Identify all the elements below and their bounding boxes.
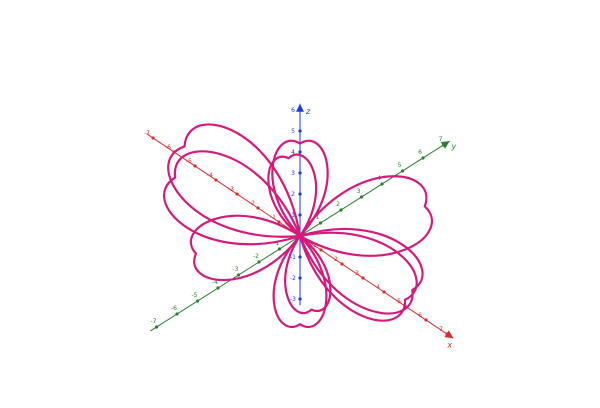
axes-layer: -7 -6 -5 -4 -3 -2 -1 1 2 3 4 5 6 7 x -7 -6 -5 -4 -3 -2 -1 1 2 3 4… <box>144 103 457 350</box>
y-tick-dot <box>277 247 282 251</box>
x-axis-arrow <box>444 330 454 339</box>
rose-petal-3 <box>167 123 302 238</box>
z-tick-dot <box>298 276 302 280</box>
z-tick-label: 4 <box>291 149 295 156</box>
z-axis-arrow <box>296 103 304 112</box>
y-tick-dot <box>154 325 159 329</box>
z-tick-dot <box>298 255 302 259</box>
y-tick-dot <box>421 156 425 160</box>
y-tick-label: 2 <box>336 201 340 208</box>
x-tick-label: -1 <box>270 214 276 221</box>
z-tick-label: -3 <box>290 296 296 303</box>
z-tick-label: 2 <box>291 191 295 198</box>
x-tick-dot <box>256 206 260 210</box>
y-tick-label: -7 <box>151 318 157 325</box>
y-tick-dot <box>175 312 179 316</box>
y-axis-name: y <box>451 142 457 151</box>
x-tick-label: 5 <box>397 298 401 305</box>
x-axis-name: x <box>446 341 452 350</box>
y-tick-dot <box>359 195 364 199</box>
y-tick-label: -4 <box>212 279 218 286</box>
x-tick-dot <box>382 290 386 294</box>
x-tick-dot <box>277 220 281 224</box>
rose-petal-7 <box>189 214 301 282</box>
x-tick-label: -6 <box>165 144 171 151</box>
x-tick-dot <box>235 192 239 196</box>
x-tick-label: -3 <box>228 186 234 193</box>
y-tick-dot <box>216 286 220 290</box>
x-tick-dot <box>214 178 218 182</box>
y-tick-dot <box>400 169 405 173</box>
z-tick-dot <box>298 213 302 217</box>
z-tick-dot <box>298 150 302 154</box>
y-tick-label: -3 <box>233 266 239 273</box>
rose-petal-5 <box>163 150 302 246</box>
x-tick-label: 6 <box>418 312 422 319</box>
x-tick-dot <box>445 332 449 336</box>
y-tick-dot <box>195 299 200 303</box>
x-tick-label: 1 <box>313 242 317 249</box>
z-tick-label: -2 <box>290 275 296 282</box>
z-tick-dot <box>298 297 302 301</box>
y-tick-label: 5 <box>398 162 402 169</box>
y-tick-dot <box>236 273 241 277</box>
rose-petal-2 <box>272 235 328 328</box>
y-tick-label: -5 <box>192 292 198 299</box>
x-tick-dot <box>340 262 344 266</box>
y-tick-label: -1 <box>274 240 280 247</box>
y-tick-dot <box>380 182 384 186</box>
x-tick-label: 2 <box>334 256 338 263</box>
z-tick-dot <box>298 129 302 133</box>
y-tick-label: 1 <box>316 214 320 221</box>
x-tick-dot <box>361 276 365 280</box>
y-tick-label: -2 <box>253 253 259 260</box>
y-tick-dot <box>441 143 446 147</box>
z-tick-label: 3 <box>291 170 295 177</box>
z-tick-label: -1 <box>290 254 296 261</box>
x-tick-dot <box>319 248 323 252</box>
z-axis-name: z <box>305 107 311 116</box>
x-tick-dot <box>424 318 428 322</box>
z-tick-label: 1 <box>291 212 295 219</box>
z-tick-dot <box>298 171 302 175</box>
rose-petal-8 <box>298 227 424 315</box>
x-tick-label: -7 <box>144 130 150 137</box>
y-tick-label: 7 <box>439 136 443 143</box>
rose-petal-6 <box>299 175 433 257</box>
x-tick-label: -2 <box>249 200 255 207</box>
rose-petal-4 <box>298 231 418 322</box>
z-tick-label: 6 <box>291 107 295 114</box>
y-tick-dot <box>339 208 343 212</box>
rose-petal-1 <box>271 139 329 237</box>
y-tick-label: 3 <box>357 188 361 195</box>
y-tick-dot <box>257 260 261 264</box>
x-tick-dot <box>193 164 197 168</box>
rose-petal-10 <box>284 235 332 315</box>
y-tick-label: 6 <box>418 149 422 156</box>
z-tick-label: 5 <box>291 128 295 135</box>
y-axis-arrow <box>440 141 450 149</box>
x-tick-label: 3 <box>355 270 359 277</box>
y-tick-label: -6 <box>171 305 177 312</box>
x-tick-label: 4 <box>376 284 380 291</box>
y-tick-dot <box>318 221 323 225</box>
x-tick-label: -5 <box>186 158 192 165</box>
z-tick-dot <box>298 108 302 112</box>
x-tick-dot <box>151 136 155 140</box>
rose-petal-9 <box>267 153 318 237</box>
x-tick-label: 7 <box>439 326 443 333</box>
x-tick-label: -4 <box>207 172 213 179</box>
z-tick-dot <box>298 192 302 196</box>
curve-layer <box>163 123 433 328</box>
